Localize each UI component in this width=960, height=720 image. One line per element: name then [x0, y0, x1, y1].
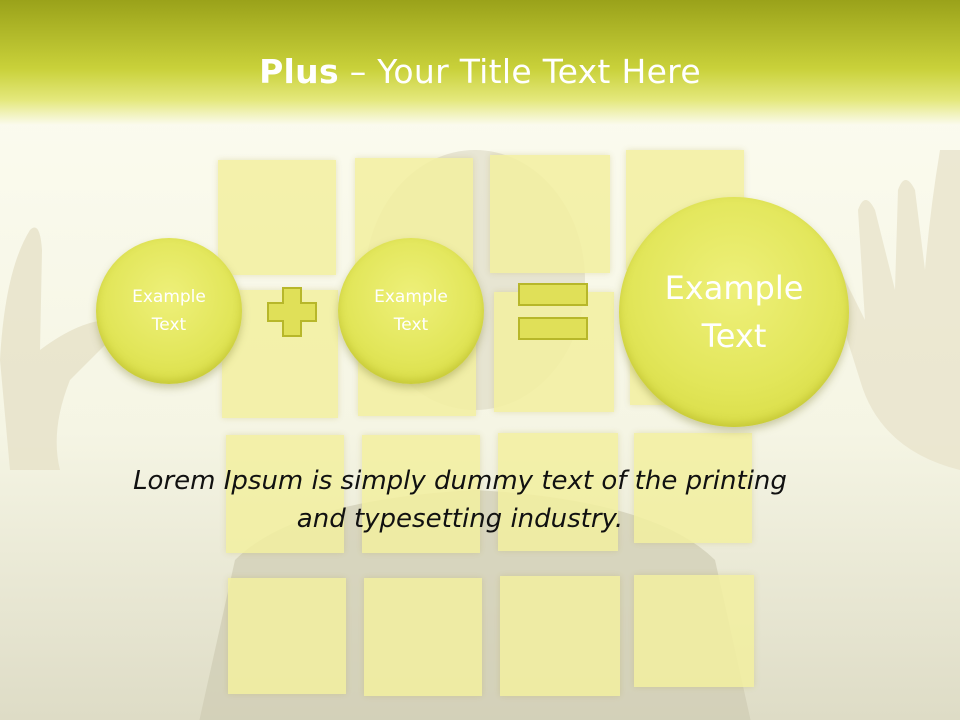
sticky-note — [634, 575, 754, 687]
sticky-note — [634, 433, 752, 543]
sticky-note — [218, 160, 336, 275]
left-hand-graphic — [0, 227, 120, 470]
sticky-note — [228, 578, 346, 694]
circle-3-text: Example Text — [654, 264, 814, 360]
sticky-note — [494, 292, 614, 412]
circle-2-line2: Text — [393, 315, 429, 335]
plus-icon — [267, 287, 317, 337]
example-circle-1: Example Text — [96, 238, 242, 384]
slide-title: Plus – Your Title Text Here — [0, 52, 960, 91]
circle-3-line1: Example — [664, 269, 804, 307]
circle-1-text: Example Text — [119, 283, 219, 339]
right-hand-graphic — [828, 150, 960, 470]
sticky-note — [362, 435, 480, 553]
equals-icon — [518, 283, 588, 340]
circle-2-line1: Example — [374, 287, 448, 307]
title-bold: Plus — [259, 52, 339, 91]
title-bar — [0, 0, 960, 125]
body-text: Lorem Ipsum is simply dummy text of the … — [100, 462, 820, 538]
sticky-note — [490, 155, 610, 273]
sticky-note — [498, 433, 618, 551]
circle-1-line1: Example — [132, 287, 206, 307]
circle-3-line2: Text — [701, 317, 767, 355]
sticky-note — [364, 578, 482, 696]
circle-2-text: Example Text — [361, 283, 461, 339]
circle-1-line2: Text — [151, 315, 187, 335]
sticky-note — [500, 576, 620, 696]
example-circle-2: Example Text — [338, 238, 484, 384]
sticky-note — [226, 435, 344, 553]
example-circle-result: Example Text — [619, 197, 849, 427]
body-text-line1: Lorem Ipsum is simply dummy text of the … — [133, 466, 787, 496]
title-rest: – Your Title Text Here — [338, 52, 701, 91]
body-text-line2: and typesetting industry. — [296, 504, 624, 534]
